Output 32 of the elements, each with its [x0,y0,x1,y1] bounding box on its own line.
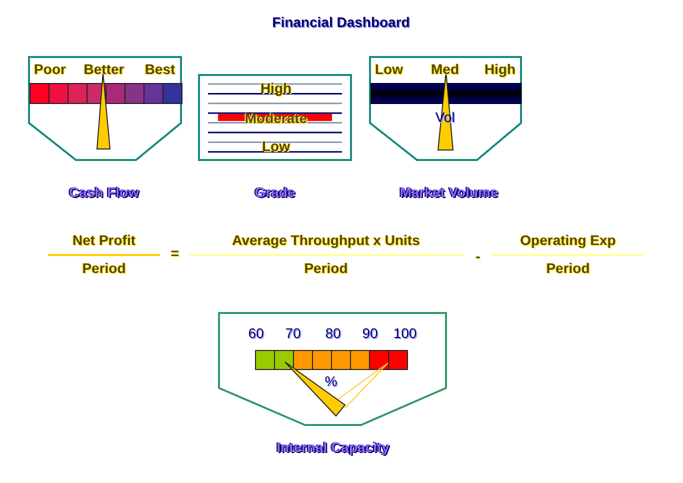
scale-label: Low [375,61,403,77]
equals-sign: = [170,245,180,261]
numerator-text: Net Profit [72,232,136,248]
numerator-text: Average Throughput x Units [232,232,420,248]
grade-panel [198,74,352,161]
scale-label: Best [144,61,176,77]
scale-label: High [484,61,516,77]
gauge-caption: Market Volume [400,184,498,200]
scale-label: % [324,373,338,389]
scale-label: Poor [34,61,66,77]
scale-label: 90 [362,325,378,341]
minus-sign: - [476,248,480,264]
gauge-panel [28,56,182,161]
scale-label: 70 [285,325,301,341]
scale-label: 100 [393,325,417,341]
scale-label: 60 [248,325,264,341]
scale-label: 80 [325,325,341,341]
scale-label: Vol [435,109,455,125]
gauge-panel [369,56,522,161]
denominator-text: Period [82,260,126,276]
scale-label: Low [262,138,290,154]
scale-label: Med [431,61,459,77]
gauge-caption: Grade [254,184,296,200]
scale-label: High [260,80,292,96]
gauge-caption: Cash Flow [69,184,139,200]
gauge-panel [218,312,447,426]
denominator-text: Period [546,260,590,276]
denominator-text: Period [304,260,348,276]
dashboard-title: Financial Dashboard [272,14,410,30]
scale-label: Better [84,61,124,77]
gauge-caption: Internal Capacity [276,439,390,455]
numerator-text: Operating Exp [520,232,616,248]
